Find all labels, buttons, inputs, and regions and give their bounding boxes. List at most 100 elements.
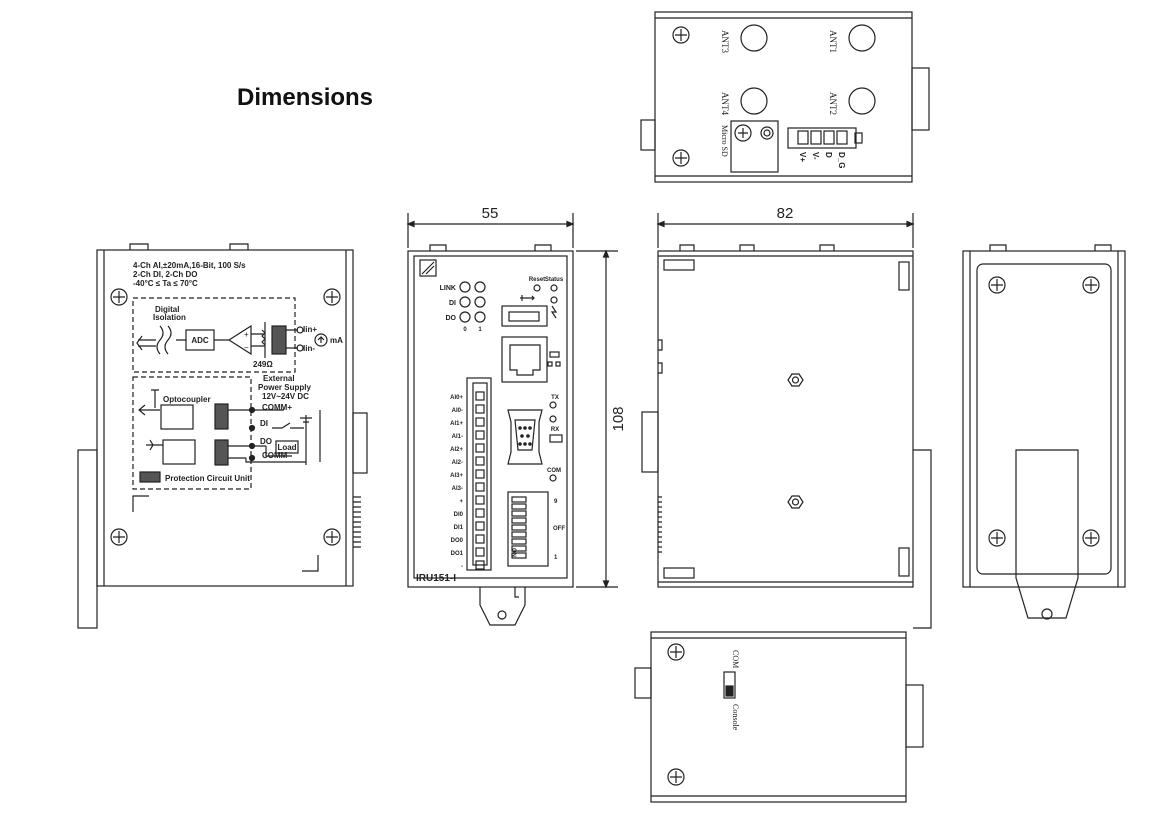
bottom-console-label: Console [731,704,740,731]
rear-view-body [962,250,1126,588]
screw-icon [667,643,685,661]
power-icon [550,305,558,319]
com-label: COM [547,468,561,474]
led-label-do: DO [446,315,457,322]
screw-icon [1082,276,1100,294]
bottom-view: COM Console [634,631,924,803]
tx-led [549,401,557,409]
serial-port [507,409,543,465]
comm-minus-label: COMM- [262,451,290,460]
svg-text:−: − [244,343,249,352]
antenna-port-ant2 [848,87,876,115]
label-ant4: ANT4 [720,92,730,115]
digital-io-block [132,376,252,490]
com-console-switch[interactable] [723,671,736,699]
top-view: ANT3 ANT1 ANT4 ANT2 Micro SD V+ V- D D_G [640,11,930,183]
dimension-55: 55 [406,205,575,248]
tx-label: TX [551,395,559,401]
screw-icon [323,528,341,546]
screw-icon [1082,529,1100,547]
led-col-1: 1 [478,327,482,333]
terminal-screw [475,417,485,427]
terminal-label: DI1 [454,525,464,531]
dip-switch-slots [511,496,527,559]
power-terminal-block [787,127,857,149]
side-plain-body [657,250,914,588]
status-led [550,284,558,292]
front-view-body [407,250,574,588]
screw-icon [323,288,341,306]
ext-supply-label-3: 12V~24V DC [262,392,309,401]
rx-led [549,415,557,423]
comm-plus-label: COMM+ [262,403,292,412]
load-label: Load [277,443,296,452]
hex-nut-icon [787,373,804,387]
protection-label: Protection Circuit Unit [165,474,250,483]
terminal-screw [475,443,485,453]
antenna-port-ant3 [740,24,768,52]
side-view-label: 4-Ch AI,±20mA,16-Bit, 100 S/s 2-Ch DI, 2… [77,243,368,629]
side-view-plain [641,244,932,629]
screw-icon [110,288,128,306]
optocoupler-label: Optocoupler [163,395,211,404]
dip-label-9: 9 [554,499,558,505]
pin-label-v-minus: V- [811,152,820,160]
top-view-connector [640,119,656,151]
label-ant2: ANT2 [828,92,838,115]
terminal-label: AI0+ [450,395,463,401]
terminal-label: DO0 [451,538,464,544]
protection-unit [271,325,287,355]
ethernet-port [501,336,548,383]
spec-line-1: 4-Ch AI,±20mA,16-Bit, 100 S/s [133,261,246,270]
bottom-com-label: COM [731,650,740,668]
svg-text:+: + [244,330,249,339]
reset-button [533,284,541,292]
spec-line-2: 2-Ch DI, 2-Ch DO [133,270,197,279]
antenna-port-ant4 [740,87,768,115]
led-indicator [474,311,486,323]
status-label: Status [545,277,564,283]
led-indicator [459,281,471,293]
terminal-label: AI3+ [450,473,463,479]
terminal-label: AI1+ [450,421,463,427]
hex-nut-icon [787,495,804,509]
page-title: Dimensions [237,84,374,111]
terminal-screw [475,508,485,518]
do-label: DO [260,437,272,446]
terminal-screw [475,547,485,557]
dip-label-on: ON [510,548,516,557]
adc-label: ADC [191,336,209,345]
terminal-label: AI1- [452,434,463,440]
di-label: DI [260,419,268,428]
dimension-108: 108 [576,249,627,589]
text-isolation: Isolation [153,313,186,322]
ext-supply-label-2: Power Supply [258,383,311,392]
terminal-label: AI2+ [450,447,463,453]
terminal-screw [475,469,485,479]
dimension-label-depth: 82 [777,205,794,222]
terminal-screw [475,430,485,440]
pin-label-dg: D_G [837,152,846,168]
screw-icon [734,124,752,142]
label-ant3: ANT3 [720,30,730,53]
text-digital: Digital [155,305,179,314]
screw-icon [672,149,690,167]
terminal-screw [475,391,485,401]
dip-label-off: OFF [553,526,565,532]
iin-plus-label: Iin+ [303,325,317,334]
pin-label-v-plus: V+ [798,152,807,162]
ma-label: mA [330,336,343,345]
antenna-port-ant1 [848,24,876,52]
label-micro-sd: Micro SD [720,125,729,157]
bottom-view-body [650,631,907,803]
analog-input-block [132,297,296,373]
led-indicator [459,296,471,308]
top-view-body [654,11,913,183]
dimension-label-height: 108 [610,406,627,431]
usb-port [501,305,548,327]
screw-icon [110,528,128,546]
resistor-label: 249Ω [253,360,273,369]
led-label-di: DI [449,300,456,307]
rx-label: RX [551,427,559,433]
